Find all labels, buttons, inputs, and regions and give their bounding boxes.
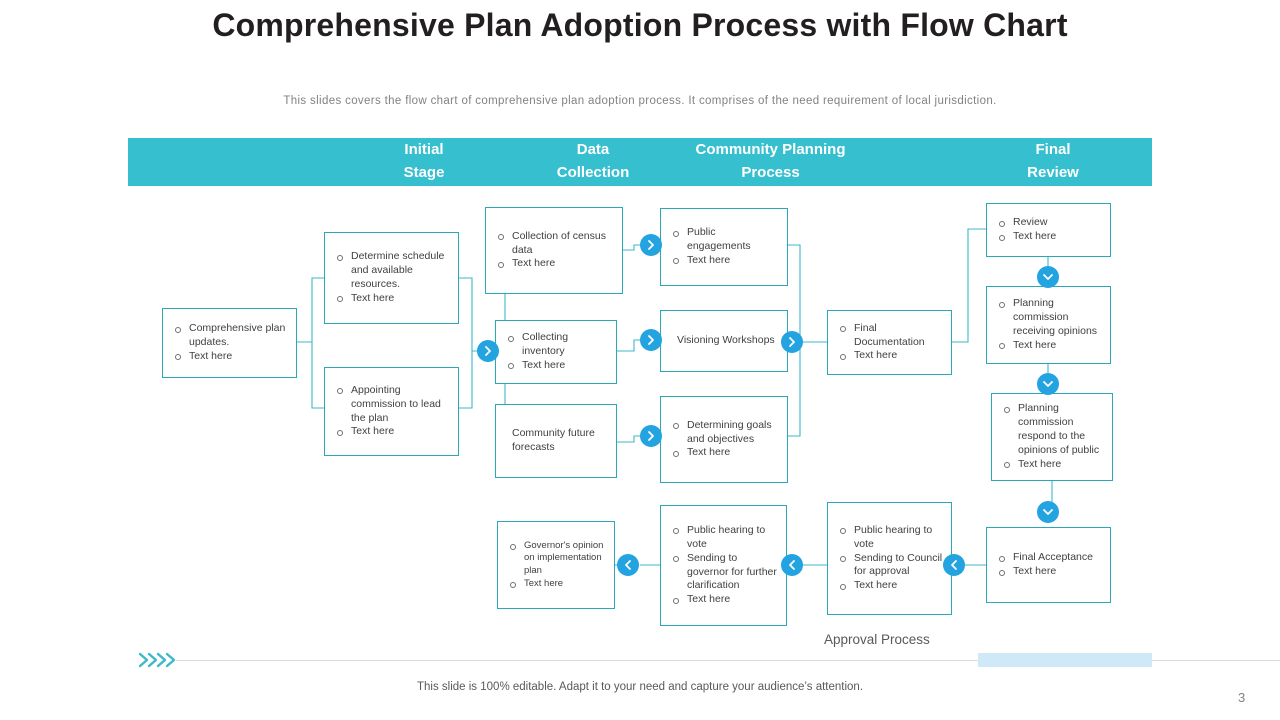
bullet: Text here bbox=[494, 257, 616, 271]
footer-accent-block bbox=[978, 653, 1152, 667]
bullet: Text here bbox=[995, 339, 1104, 353]
bullet: Final Documentation bbox=[836, 322, 945, 350]
bullet: Collecting inventory bbox=[504, 331, 610, 359]
bullet: Public engagements bbox=[669, 226, 781, 254]
chevron-right-icon[interactable] bbox=[477, 340, 499, 362]
page-subtitle: This slides covers the flow chart of com… bbox=[283, 95, 997, 107]
page-title-line1: Comprehensive Plan Adoption Process bbox=[212, 7, 818, 43]
chevron-right-icon[interactable] bbox=[640, 234, 662, 256]
bullet: Text here bbox=[1000, 458, 1106, 472]
chevron-down-icon[interactable] bbox=[1037, 373, 1059, 395]
node-text: Visioning Workshops bbox=[677, 334, 775, 347]
page-title: Comprehensive Plan Adoption Process with… bbox=[0, 6, 1280, 45]
bullet: Text here bbox=[669, 593, 780, 607]
footer-chevron-marks bbox=[138, 651, 178, 674]
chevron-down-icon[interactable] bbox=[1037, 266, 1059, 288]
chevron-left-icon[interactable] bbox=[781, 554, 803, 576]
bullet: Sending to Council for approval bbox=[836, 552, 945, 580]
stage-header-data: Data Collection bbox=[498, 138, 688, 186]
node-collecting-inventory[interactable]: Collecting inventory Text here bbox=[495, 320, 617, 384]
chevron-right-icon[interactable] bbox=[640, 425, 662, 447]
chevron-left-icon[interactable] bbox=[617, 554, 639, 576]
stage-header-data-line2: Collection bbox=[556, 164, 630, 181]
node-public-engagements[interactable]: Public engagements Text here bbox=[660, 208, 788, 286]
bullet: Determine schedule and available resourc… bbox=[333, 250, 452, 292]
bullet: Text here bbox=[333, 425, 452, 439]
stage-header-final: Final Review bbox=[958, 138, 1148, 186]
bullet: Public hearing to vote bbox=[669, 524, 780, 552]
node-determine-schedule[interactable]: Determine schedule and available resourc… bbox=[324, 232, 459, 324]
approval-process-label: Approval Process bbox=[824, 632, 930, 647]
bullet: Review bbox=[995, 216, 1104, 230]
node-text: Community future forecasts bbox=[512, 427, 595, 453]
page-title-line2: with Flow Chart bbox=[826, 7, 1068, 43]
node-comprehensive-plan-updates[interactable]: Comprehensive plan updates. Text here bbox=[162, 308, 297, 378]
node-visioning-workshops[interactable]: Visioning Workshops bbox=[660, 310, 788, 372]
footer-note: This slide is 100% editable. Adapt it to… bbox=[416, 681, 864, 693]
bullet: Text here bbox=[836, 349, 945, 363]
stage-header-community-line1: Community Planning bbox=[695, 141, 846, 159]
chevron-left-icon[interactable] bbox=[943, 554, 965, 576]
stage-header-community-line2: Process bbox=[741, 164, 800, 181]
bullet: Planning commission receiving opinions bbox=[995, 297, 1104, 339]
node-hearing-council[interactable]: Public hearing to vote Sending to Counci… bbox=[827, 502, 952, 615]
bullet: Public hearing to vote bbox=[836, 524, 945, 552]
footer-divider bbox=[176, 660, 1280, 661]
bullet: Text here bbox=[669, 254, 781, 268]
bullet: Determining goals and objectives bbox=[669, 419, 781, 447]
bullet: Text here bbox=[333, 292, 452, 306]
node-planning-commission-receiving[interactable]: Planning commission receiving opinions T… bbox=[986, 286, 1111, 364]
stage-header-final-line1: Final bbox=[1035, 141, 1071, 159]
stage-header-initial-line1: Initial bbox=[404, 141, 444, 159]
bullet: Text here bbox=[995, 230, 1104, 244]
bullet: Text here bbox=[506, 578, 608, 591]
node-final-documentation[interactable]: Final Documentation Text here bbox=[827, 310, 952, 375]
node-planning-commission-respond[interactable]: Planning commission respond to the opini… bbox=[991, 393, 1113, 481]
node-final-acceptance[interactable]: Final Acceptance Text here bbox=[986, 527, 1111, 603]
bullet: Collection of census data bbox=[494, 230, 616, 258]
bullet: Final Acceptance bbox=[995, 551, 1104, 565]
node-governor-opinion[interactable]: Governor's opinion on implementation pla… bbox=[497, 521, 615, 609]
bullet: Appointing commission to lead the plan bbox=[333, 384, 452, 426]
bullet: Text here bbox=[171, 350, 290, 364]
stage-header-data-line1: Data bbox=[576, 141, 610, 159]
stage-header-initial: Initial Stage bbox=[334, 138, 514, 186]
chevron-right-icon[interactable] bbox=[781, 331, 803, 353]
node-collection-census-data[interactable]: Collection of census data Text here bbox=[485, 207, 623, 294]
node-appointing-commission[interactable]: Appointing commission to lead the plan T… bbox=[324, 367, 459, 456]
node-community-future-forecasts[interactable]: Community future forecasts bbox=[495, 404, 617, 478]
chevron-right-icon[interactable] bbox=[640, 329, 662, 351]
stage-header-community: Community Planning Process bbox=[608, 138, 933, 186]
bullet: Text here bbox=[504, 359, 610, 373]
bullet: Comprehensive plan updates. bbox=[171, 322, 290, 350]
chevron-down-icon[interactable] bbox=[1037, 501, 1059, 523]
bullet: Text here bbox=[669, 446, 781, 460]
node-hearing-governor[interactable]: Public hearing to vote Sending to govern… bbox=[660, 505, 787, 626]
node-review[interactable]: Review Text here bbox=[986, 203, 1111, 257]
node-determining-goals[interactable]: Determining goals and objectives Text he… bbox=[660, 396, 788, 483]
bullet: Planning commission respond to the opini… bbox=[1000, 402, 1106, 458]
stage-header-band: Initial Stage Data Collection Community … bbox=[128, 138, 1152, 186]
bullet: Text here bbox=[836, 579, 945, 593]
bullet: Sending to governor for further clarific… bbox=[669, 552, 780, 594]
stage-header-initial-line2: Stage bbox=[403, 164, 445, 181]
bullet: Governor's opinion on implementation pla… bbox=[506, 540, 608, 578]
bullet: Text here bbox=[995, 565, 1104, 579]
page-number: 3 bbox=[1238, 690, 1246, 705]
stage-header-final-line2: Review bbox=[1027, 164, 1079, 181]
